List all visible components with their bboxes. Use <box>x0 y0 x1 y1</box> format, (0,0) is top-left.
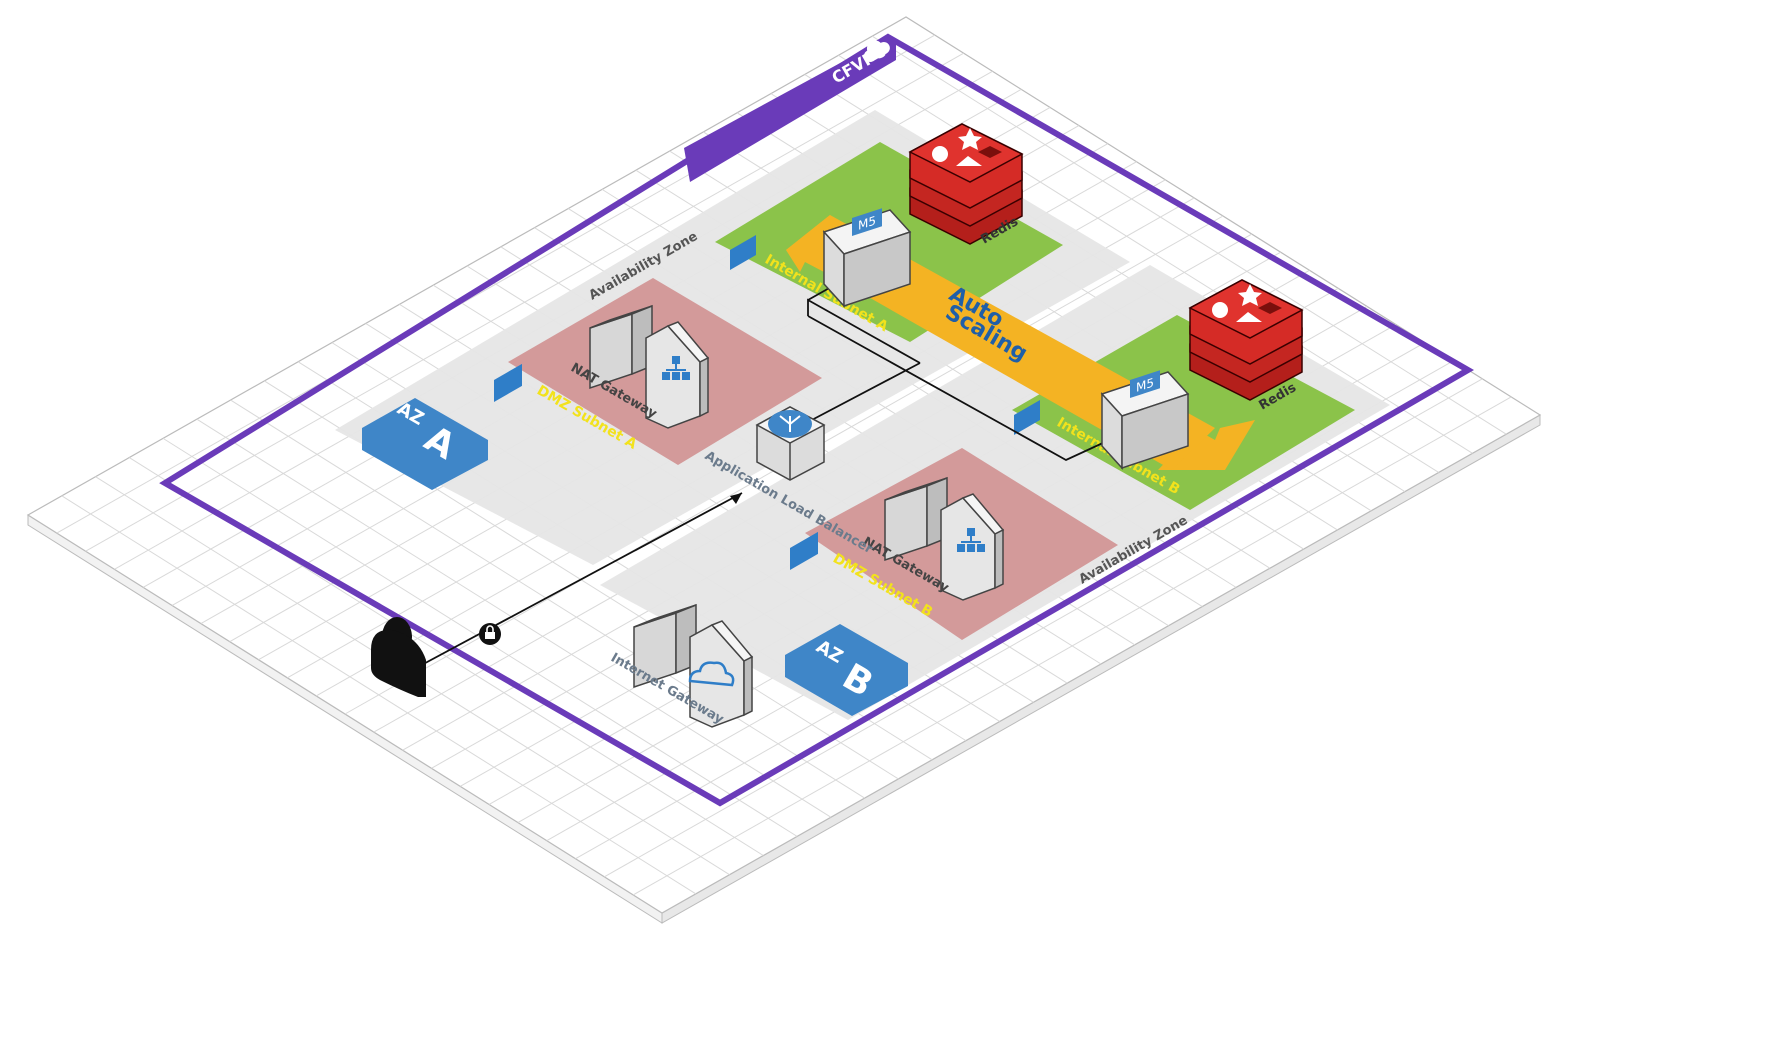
m5-a-label: M5 <box>858 213 876 232</box>
internet-gateway[interactable] <box>633 604 753 728</box>
application-load-balancer[interactable] <box>755 406 826 481</box>
m5-icon <box>852 208 882 236</box>
network-icon <box>957 528 985 552</box>
grid-line <box>604 378 1483 878</box>
lock-icon <box>790 531 818 570</box>
m5-instance-b[interactable]: M5 <box>1101 370 1189 469</box>
alb-to-m5b-line <box>807 315 1119 462</box>
m5-icon <box>1130 370 1160 398</box>
user-icon[interactable] <box>371 617 426 697</box>
nat-gateway-b[interactable] <box>884 477 1004 601</box>
cloud-icon <box>864 40 890 62</box>
az-badge-b: AZ B <box>785 624 908 716</box>
az-badge-a: AZ A <box>362 398 488 490</box>
nat-gateway-a[interactable] <box>589 305 709 429</box>
m5-b-label: M5 <box>1136 375 1154 394</box>
lock-icon <box>479 623 501 645</box>
arrowhead <box>730 493 742 504</box>
grid-line <box>632 396 1512 896</box>
network-icon <box>662 356 690 380</box>
user-to-alb-line <box>415 492 743 669</box>
lock-icon <box>730 234 756 270</box>
grid-line <box>85 52 964 552</box>
alb-up-line <box>807 362 921 423</box>
lock-icon <box>1014 399 1040 435</box>
m5-instance-a[interactable]: M5 <box>823 208 911 307</box>
cloud-icon <box>688 661 735 687</box>
vpc-tab <box>684 37 896 182</box>
lock-icon <box>494 363 522 402</box>
load-balancer-icon <box>779 415 801 432</box>
